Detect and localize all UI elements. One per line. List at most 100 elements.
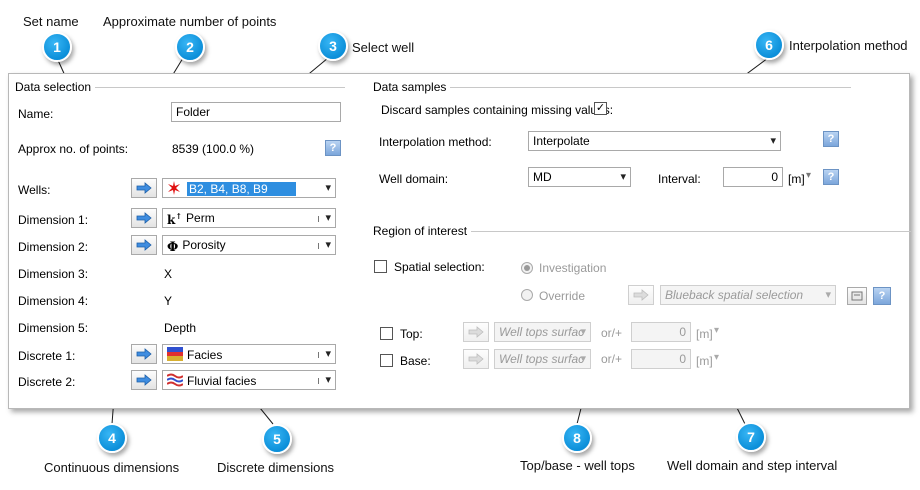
interpolation-method-value: Interpolate	[533, 134, 590, 148]
dimension-4-label: Dimension 4:	[18, 294, 89, 308]
interpolation-method-combo[interactable]: Interpolate ▾	[528, 131, 781, 151]
chevron-down-icon: ▾	[325, 348, 331, 360]
override-label: Override	[539, 289, 586, 303]
data-selection-divider	[15, 87, 345, 88]
chevron-down-icon: ▾	[325, 182, 331, 194]
wells-insert-button[interactable]	[131, 178, 157, 198]
base-offset-field[interactable]: 0	[631, 349, 691, 369]
region-divider	[373, 231, 911, 232]
base-unit-dropdown-icon[interactable]: ▾	[714, 352, 720, 363]
base-insert-button[interactable]	[463, 349, 489, 369]
wells-combo-value: B2, B4, B8, B9	[187, 182, 296, 196]
callout-2-text: Approximate number of points	[103, 14, 277, 29]
unit-dropdown-icon[interactable]: ▾	[806, 170, 812, 181]
investigation-radio[interactable]	[521, 262, 533, 274]
data-samples-divider	[373, 87, 851, 88]
discrete-1-label: Discrete 1:	[18, 349, 76, 363]
interpolation-help-icon[interactable]: ?	[823, 131, 839, 147]
spatial-selection-label: Spatial selection:	[394, 260, 485, 274]
chevron-down-icon: ▾	[580, 326, 586, 338]
region-help-icon[interactable]: ?	[873, 287, 891, 305]
dimension-2-label: Dimension 2:	[18, 240, 89, 254]
right-arrow-icon	[136, 374, 152, 386]
callout-8-text: Top/base - well tops	[520, 458, 635, 473]
right-arrow-icon	[136, 348, 152, 360]
chevron-down-icon: ▾	[325, 374, 331, 386]
callout-5-text: Discrete dimensions	[217, 460, 335, 475]
callout-6-bubble: 6	[754, 30, 784, 60]
name-field[interactable]: Folder	[171, 102, 341, 122]
facies-icon	[167, 347, 183, 361]
chevron-down-icon: ▾	[620, 171, 626, 183]
callout-1-bubble: 1	[42, 32, 72, 62]
base-label: Base:	[400, 354, 431, 368]
right-arrow-icon	[136, 212, 152, 224]
chevron-down-icon: ▾	[325, 212, 331, 224]
permeability-icon: k↑	[167, 211, 183, 227]
approx-help-icon[interactable]: ?	[325, 140, 341, 156]
dimension-1-value: Perm	[186, 211, 215, 225]
dimension-2-insert-button[interactable]	[131, 235, 157, 255]
dimension-1-label: Dimension 1:	[18, 213, 89, 227]
top-checkbox[interactable]	[380, 327, 393, 340]
top-offset-field[interactable]: 0	[631, 322, 691, 342]
spatial-settings-button[interactable]	[847, 287, 867, 305]
chevron-down-icon: ▾	[825, 289, 831, 301]
well-domain-value: MD	[533, 170, 552, 184]
discrete-2-insert-button[interactable]	[131, 370, 157, 390]
dimension-1-combo[interactable]: k↑Perm ▾	[162, 208, 336, 228]
top-unit-label: [m]	[696, 327, 713, 341]
dimension-1-insert-button[interactable]	[131, 208, 157, 228]
spatial-selection-checkbox[interactable]	[374, 260, 387, 273]
discrete-1-value: Facies	[187, 348, 223, 362]
chevron-down-icon: ▾	[580, 353, 586, 365]
dimension-2-value: Porosity	[182, 238, 226, 252]
callout-7-text: Well domain and step interval	[667, 458, 838, 473]
wells-combo[interactable]: B2, B4, B8, B9 ▾	[162, 178, 336, 198]
spatial-selection-value: Blueback spatial selection	[665, 288, 804, 302]
callout-1-text: Set name	[23, 14, 79, 29]
spatial-selection-combo[interactable]: Blueback spatial selection ▾	[660, 285, 836, 305]
discard-missing-label: Discard samples containing missing value…	[381, 103, 614, 117]
callout-6-text: Interpolation method	[789, 38, 908, 53]
interval-field[interactable]: 0	[723, 167, 783, 187]
right-arrow-icon	[468, 353, 484, 365]
base-unit-label: [m]	[696, 354, 713, 368]
well-star-icon	[167, 181, 183, 195]
base-checkbox[interactable]	[380, 354, 393, 367]
discrete-1-combo[interactable]: Facies ▾	[162, 344, 336, 364]
well-domain-label: Well domain:	[379, 172, 449, 186]
data-selection-title: Data selection	[15, 80, 96, 94]
top-insert-button[interactable]	[463, 322, 489, 342]
top-unit-dropdown-icon[interactable]: ▾	[714, 325, 720, 336]
top-orplus-label: or/+	[601, 326, 623, 340]
spatial-insert-button[interactable]	[628, 285, 654, 305]
right-arrow-icon	[136, 182, 152, 194]
top-surface-combo[interactable]: Well tops surfac ▾	[494, 322, 591, 342]
chevron-down-icon: ▾	[325, 239, 331, 251]
callout-4-text: Continuous dimensions	[44, 460, 180, 475]
fluvial-facies-icon	[166, 373, 184, 387]
well-domain-help-icon[interactable]: ?	[823, 169, 839, 185]
well-domain-combo[interactable]: MD ▾	[528, 167, 631, 187]
name-label: Name:	[18, 107, 54, 121]
dimension-3-label: Dimension 3:	[18, 267, 89, 281]
investigation-label: Investigation	[539, 261, 607, 275]
filter-icon	[851, 291, 863, 301]
dimension-5-value: Depth	[164, 321, 197, 335]
callout-5-bubble: 5	[262, 424, 292, 454]
dimension-3-value: X	[164, 267, 173, 281]
override-radio[interactable]	[521, 289, 533, 301]
approx-points-value: 8539 (100.0 %)	[172, 142, 255, 156]
discard-missing-checkbox[interactable]: ✓	[594, 102, 607, 115]
base-surface-combo[interactable]: Well tops surfac ▾	[494, 349, 591, 369]
dimension-4-value: Y	[164, 294, 173, 308]
right-arrow-icon	[136, 239, 152, 251]
wells-label: Wells:	[18, 183, 51, 197]
discrete-2-combo[interactable]: Fluvial facies ▾	[162, 370, 336, 390]
right-arrow-icon	[468, 326, 484, 338]
top-surface-value: Well tops surfac	[499, 325, 585, 339]
interval-label: Interval:	[658, 172, 701, 186]
discrete-1-insert-button[interactable]	[131, 344, 157, 364]
